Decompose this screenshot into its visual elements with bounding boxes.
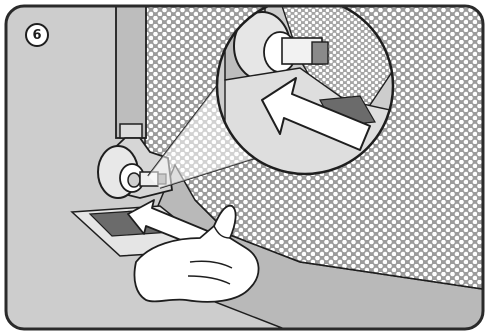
step-number-badge: 6 bbox=[25, 23, 49, 47]
vertical-post bbox=[116, 0, 146, 138]
step-number: 6 bbox=[32, 29, 41, 42]
